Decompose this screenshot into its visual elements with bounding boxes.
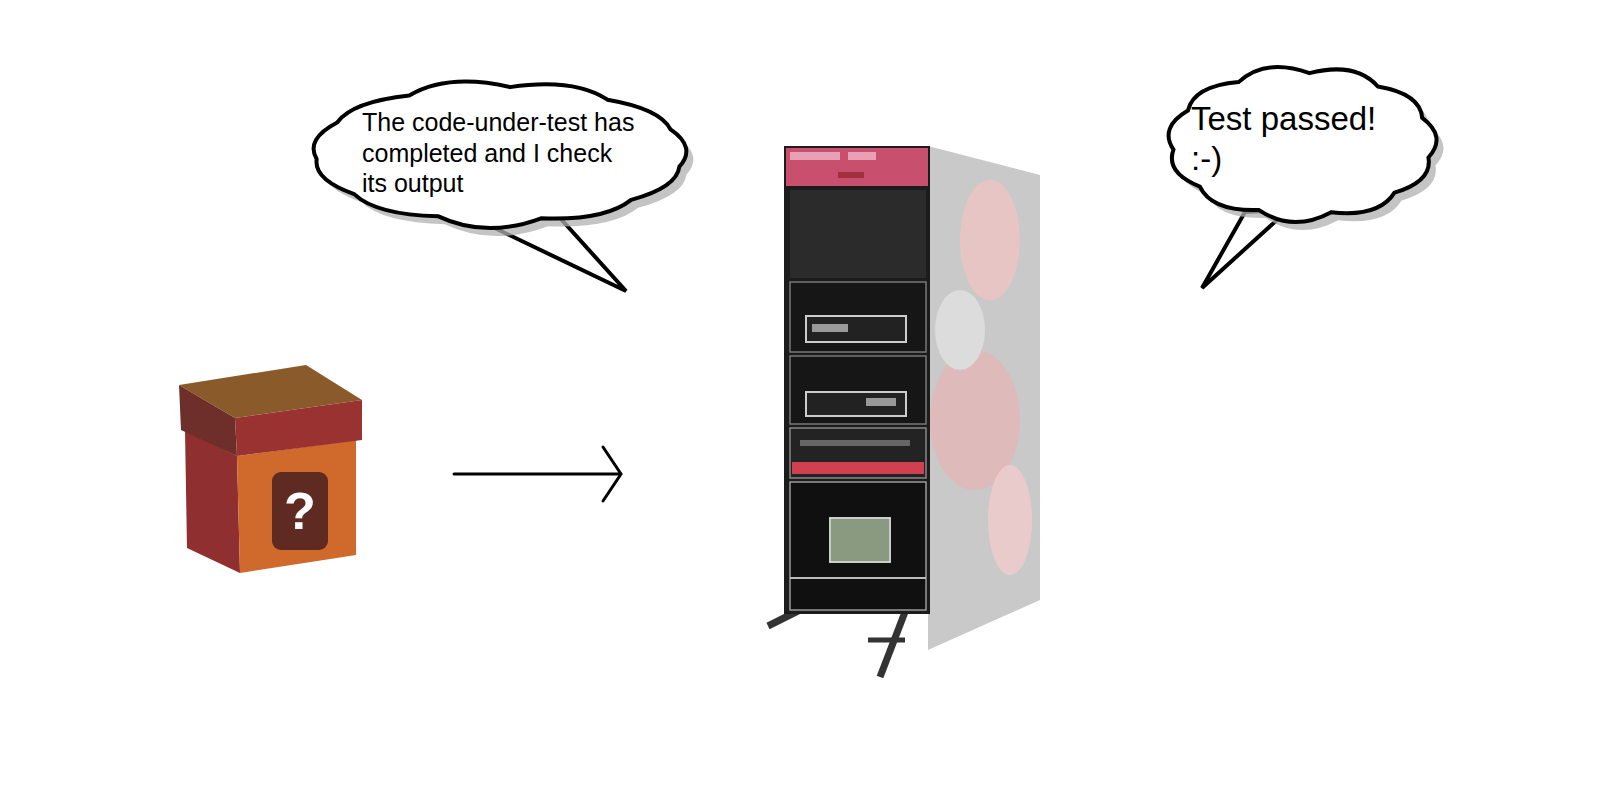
cloud-border [314,82,687,228]
flow-arrow [454,447,621,501]
speech-bubble: Test passed! :-) [1163,63,1441,224]
mystery-box [179,365,362,573]
cloud-border [1169,67,1437,222]
bubble-text: Test passed! :-) [1191,99,1413,180]
question-mark: ? [284,481,316,541]
computer-cabinet [768,146,1040,677]
bubble-text: The code-under-test has completed and I … [362,107,637,199]
speech-bubble: The code-under-test has completed and I … [306,77,693,230]
